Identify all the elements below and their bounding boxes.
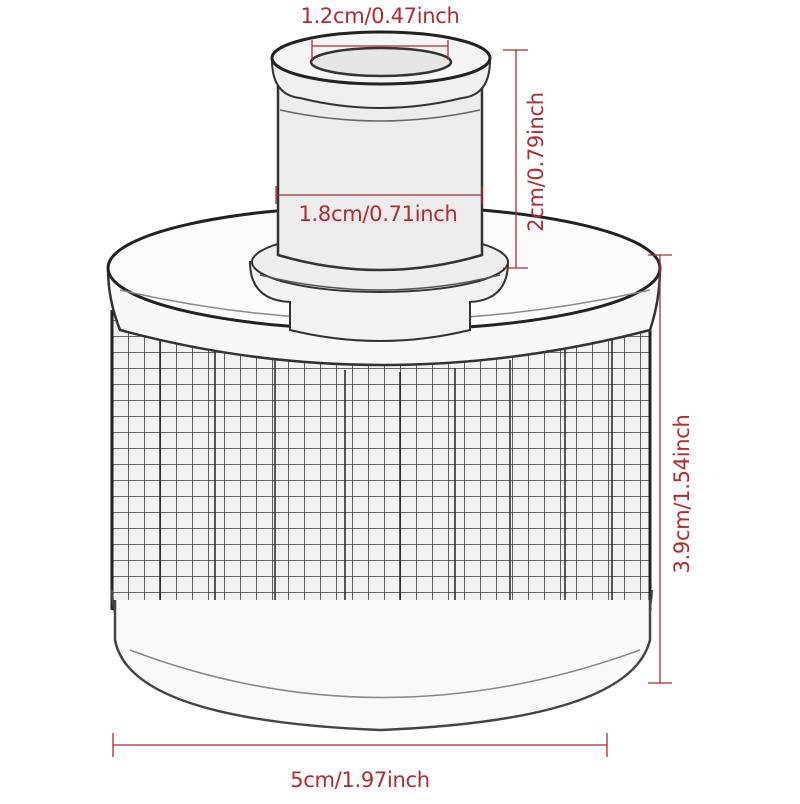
body-diameter-label: 5cm/1.97inch bbox=[290, 768, 430, 792]
body-width-dimension-line bbox=[112, 733, 608, 757]
body-height-label: 3.9cm/1.54inch bbox=[670, 414, 694, 574]
neck-diameter-label: 1.8cm/0.71inch bbox=[298, 202, 458, 226]
inlet-dimension-line bbox=[311, 40, 449, 60]
neck-height-label: 2cm/0.79inch bbox=[524, 92, 548, 232]
bottom-cap bbox=[111, 589, 653, 732]
neck-dimension-line bbox=[275, 186, 483, 204]
inlet-diameter-label: 1.2cm/0.47inch bbox=[300, 4, 460, 28]
neck-height-dimension-line bbox=[503, 49, 528, 269]
neck-tube bbox=[270, 30, 492, 272]
dimension-lines bbox=[112, 40, 672, 757]
mesh-body bbox=[110, 310, 652, 688]
body-height-dimension-line bbox=[648, 254, 672, 684]
